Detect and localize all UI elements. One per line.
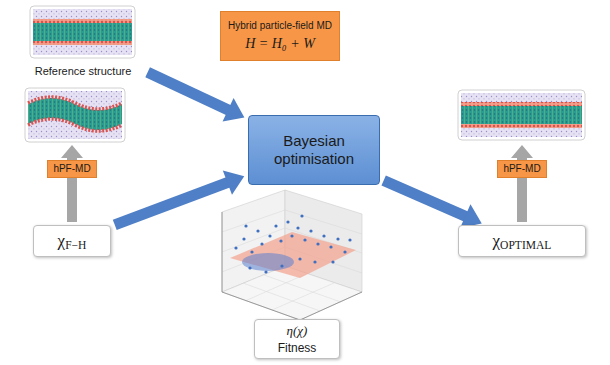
arrow-shaft xyxy=(115,182,230,225)
method-box: Hybrid particle-field MD H = H₀ + W xyxy=(220,11,340,61)
node-text: Bayesian optimisation xyxy=(258,132,370,168)
flow-arrow xyxy=(148,72,245,121)
arrow-shaft xyxy=(384,180,467,217)
flow-arrow xyxy=(384,180,482,228)
membrane-image xyxy=(458,90,585,140)
flow-arrow xyxy=(115,170,245,225)
node-text: η(χ) xyxy=(287,323,308,339)
node-text: hPF-MD xyxy=(53,163,90,175)
node-text: Hybrid particle-field MD xyxy=(228,20,332,32)
parameter-box: χOPTIMAL xyxy=(458,225,586,257)
membrane-image xyxy=(25,88,125,142)
node-text: χF−H xyxy=(58,231,87,251)
simulation-arrow xyxy=(511,145,533,222)
simulation-tag: hPF-MD xyxy=(47,160,97,178)
parameter-box: χF−H xyxy=(33,225,111,257)
node-text: χOPTIMAL xyxy=(493,231,552,251)
optimiser-box: Bayesian optimisation xyxy=(248,115,380,185)
arrow-head xyxy=(223,170,244,194)
fitness-box: η(χ) Fitness xyxy=(254,319,340,359)
simulation-arrow xyxy=(61,145,83,222)
membrane-image xyxy=(30,6,135,58)
simulation-tag: hPF-MD xyxy=(497,160,547,178)
node-text: Reference structure xyxy=(35,65,132,78)
node-text: hPF-MD xyxy=(503,163,540,175)
arrow-head xyxy=(223,98,245,122)
arrow-shaft xyxy=(148,72,230,110)
node-text: Fitness xyxy=(278,341,317,355)
fitness-surface-plot xyxy=(222,190,362,320)
node-text: H = H₀ + W xyxy=(245,36,315,53)
reference-structure: Reference structure xyxy=(22,4,144,80)
